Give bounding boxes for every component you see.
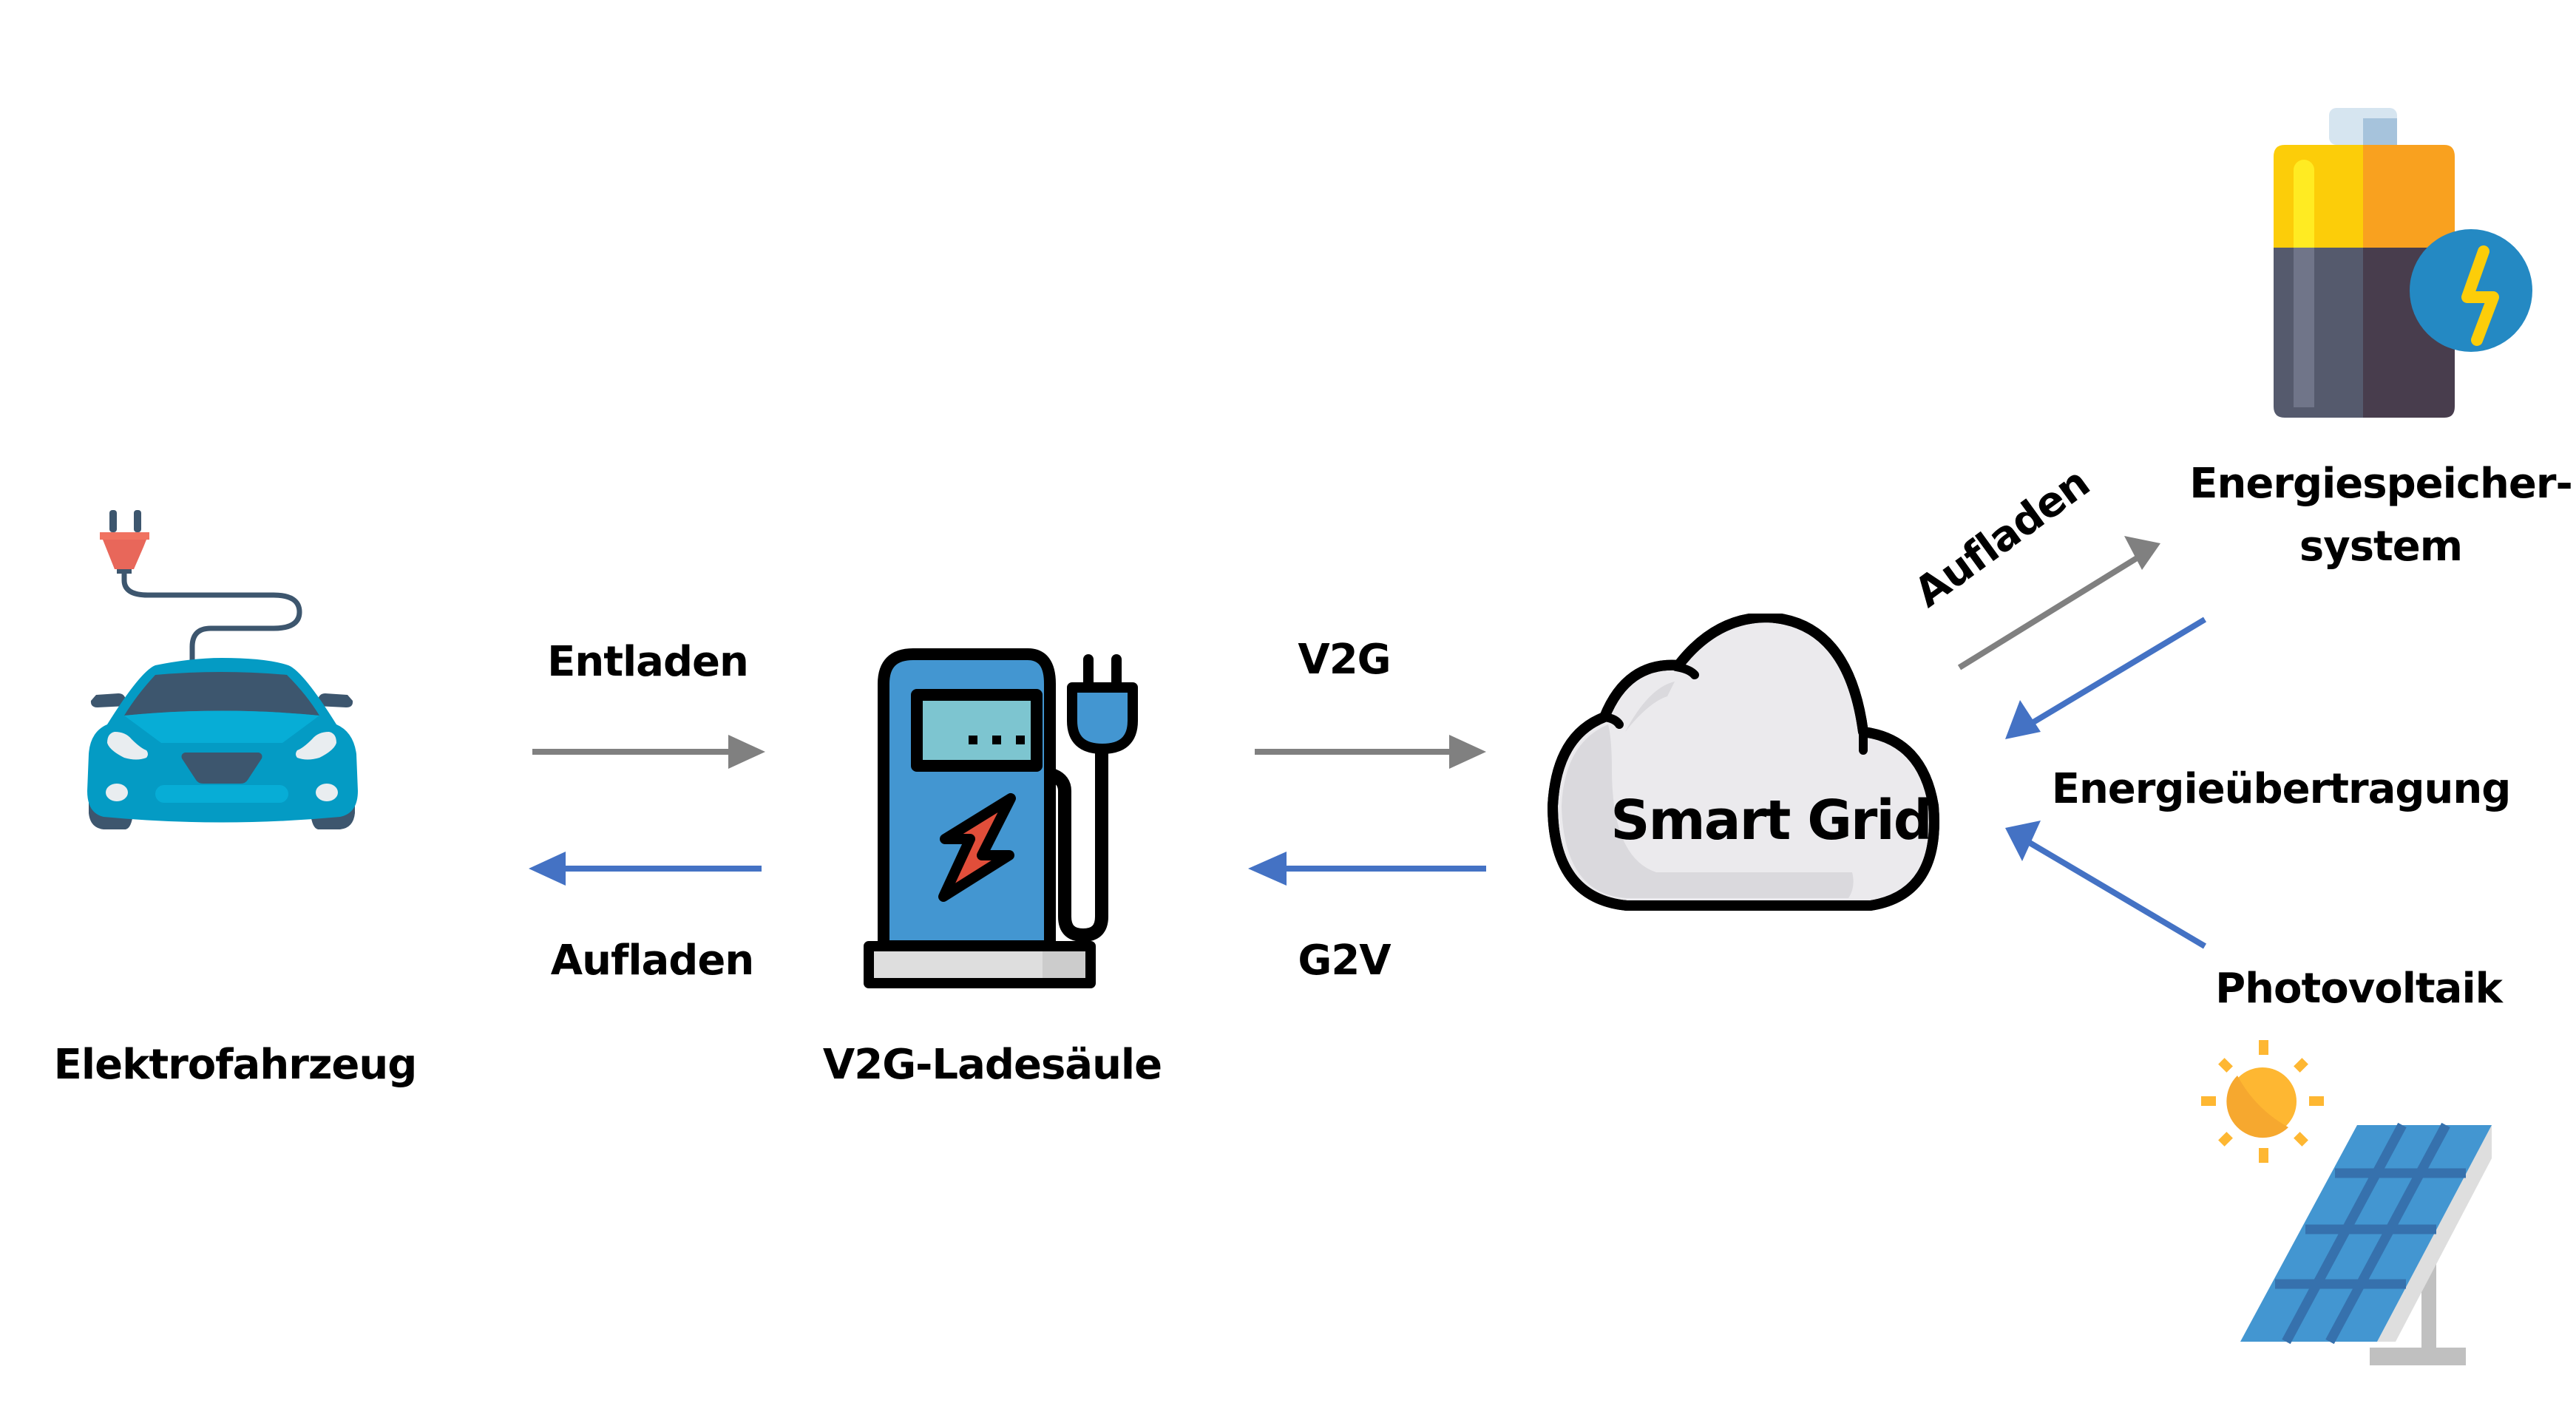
edge-label-energieuebertragung: Energieübertragung <box>2051 765 2512 813</box>
storage-label-line1: Energiespeicher- <box>2189 460 2572 508</box>
electric-car-icon <box>87 510 358 829</box>
smart-grid-label: Smart Grid <box>1610 789 1933 852</box>
charging-station-icon <box>864 648 1138 988</box>
storage-label-line2: system <box>2299 523 2463 571</box>
arrow-charger-to-grid <box>1255 735 1486 769</box>
ev-label: Elektrofahrzeug <box>53 1041 418 1089</box>
sun-icon <box>2201 1040 2324 1163</box>
solar-panel-icon <box>2201 1040 2492 1365</box>
edge-label-v2g: V2G <box>1298 636 1391 684</box>
cloud-icon <box>1548 614 1939 911</box>
pv-label: Photovoltaik <box>2215 965 2503 1013</box>
arrow-storage-to-grid <box>2005 617 2207 739</box>
arrow-grid-to-charger <box>1248 852 1486 886</box>
arrow-ev-to-charger <box>532 735 765 769</box>
edge-label-g2v: G2V <box>1298 937 1391 985</box>
arrow-pv-to-grid <box>2005 821 2207 949</box>
charger-label: V2G-Ladesäule <box>822 1041 1162 1089</box>
arrow-charger-to-ev <box>529 852 762 886</box>
arrow-grid-to-storage <box>1957 536 2160 670</box>
battery-icon <box>2274 108 2532 418</box>
edge-label-aufladen: Aufladen <box>550 937 754 985</box>
edge-label-entladen: Entladen <box>547 638 749 686</box>
